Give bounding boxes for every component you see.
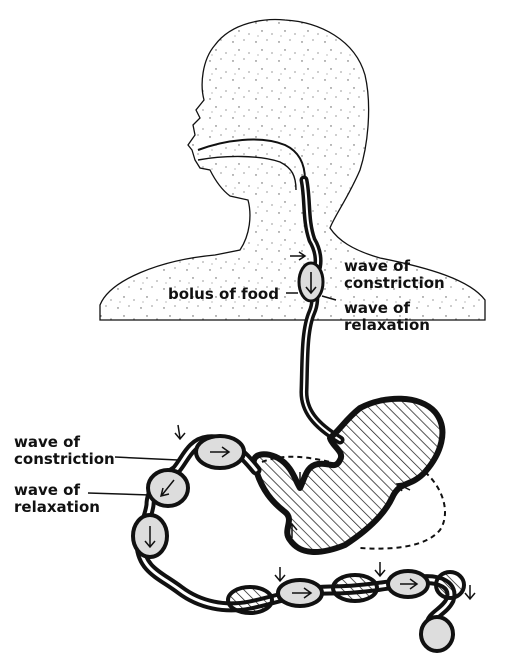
lower-constriction-label-1: wave of (14, 434, 80, 450)
upper-constriction-label-1: wave of (344, 258, 410, 274)
lower-constriction-label-2: constriction (14, 451, 115, 467)
food-pouch-4 (228, 587, 272, 613)
lower-relaxation-label-1: wave of (14, 482, 80, 498)
intestine-arrow-4 (175, 425, 185, 439)
upper-relaxation-label-1: wave of (344, 300, 410, 316)
relaxation-pointer-lower (88, 493, 150, 495)
bolus-label: bolus of food (168, 286, 279, 302)
intestine-arrow-2 (375, 562, 385, 576)
food-pouch-6 (333, 575, 377, 601)
intestine-arrow-3 (465, 585, 475, 599)
stomach (254, 399, 443, 552)
food-pouch-8 (436, 572, 464, 598)
upper-constriction-label-2: constriction (344, 275, 445, 291)
food-pouch-9 (421, 617, 453, 651)
lower-relaxation-label-2: relaxation (14, 499, 100, 515)
upper-relaxation-label-2: relaxation (344, 317, 430, 333)
intestine-arrow-1 (275, 567, 285, 581)
constriction-pointer-lower (115, 457, 178, 460)
